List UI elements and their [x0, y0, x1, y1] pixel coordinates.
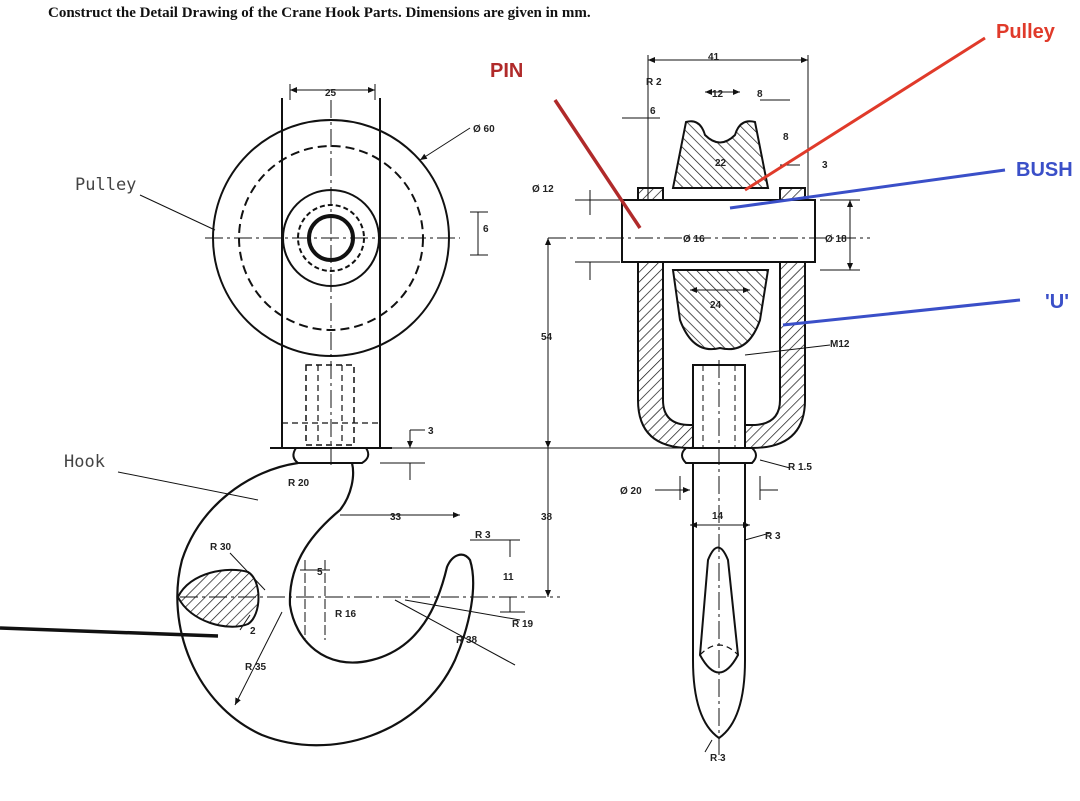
dim-r15: R 1.5 — [788, 462, 812, 473]
hook-body — [176, 461, 475, 747]
bush-annotation: BUSH — [1016, 159, 1073, 181]
dim-dia18: Ø 18 — [825, 234, 847, 245]
dim-2: 2 — [250, 626, 256, 637]
dim-24: 24 — [710, 300, 722, 311]
pin-pointer — [553, 99, 642, 229]
dim-12: 12 — [712, 89, 724, 100]
black-pointer — [0, 626, 219, 638]
dim-6b: 6 — [650, 106, 656, 117]
dim-41: 41 — [708, 52, 720, 63]
dim-r3a: R 3 — [475, 530, 491, 541]
dim-m12: M12 — [830, 339, 850, 350]
dim-3: 3 — [428, 426, 434, 437]
dim-11: 11 — [503, 572, 514, 583]
page-title: Construct the Detail Drawing of the Cran… — [48, 5, 591, 21]
dim-dia16: Ø 16 — [683, 234, 705, 245]
dim-r35: R 35 — [245, 662, 267, 673]
dim-dia60: Ø 60 — [473, 124, 495, 135]
dim-r20: R 20 — [288, 478, 310, 489]
dim-dia20: Ø 20 — [620, 486, 642, 497]
dim-r16: R 16 — [335, 609, 357, 620]
dim-r38: R 38 — [456, 635, 478, 646]
dim-r3c: R 3 — [710, 753, 726, 764]
bush-pointer — [729, 168, 1006, 210]
hook-label: Hook — [64, 452, 105, 472]
dim-25: 25 — [325, 88, 337, 99]
dim-r19: R 19 — [512, 619, 534, 630]
hook-collar — [292, 447, 370, 464]
dim-22: 22 — [715, 158, 727, 169]
dim-r3b: R 3 — [765, 531, 781, 542]
pulley-annotation: Pulley — [996, 21, 1056, 43]
pulley-section-upper — [671, 120, 770, 189]
dim-54: 54 — [541, 332, 553, 343]
pulley-label: Pulley — [75, 175, 136, 195]
dim-r30: R 30 — [210, 542, 232, 553]
dim-r2top: R 2 — [646, 77, 662, 88]
u-pointer — [782, 298, 1021, 327]
dim-38: 38 — [541, 512, 553, 523]
dim-33: 33 — [390, 512, 402, 523]
dim-5: 5 — [317, 567, 323, 578]
dim-dia12: Ø 12 — [532, 184, 554, 195]
threaded-hole-hidden — [305, 364, 355, 446]
dim-8a: 8 — [757, 89, 763, 100]
pulley-pointer — [744, 36, 986, 192]
dim-6: 6 — [483, 224, 489, 235]
u-annotation: 'U' — [1045, 291, 1069, 313]
hook-tail-section — [698, 546, 740, 674]
side-section-view — [545, 55, 870, 760]
dim-3b: 3 — [822, 160, 828, 171]
pin-body — [621, 199, 816, 263]
front-view — [117, 84, 690, 747]
dim-8b: 8 — [783, 132, 789, 143]
pin-annotation: PIN — [490, 60, 523, 82]
dim-14: 14 — [712, 511, 724, 522]
hook-section-hatch — [176, 568, 260, 628]
